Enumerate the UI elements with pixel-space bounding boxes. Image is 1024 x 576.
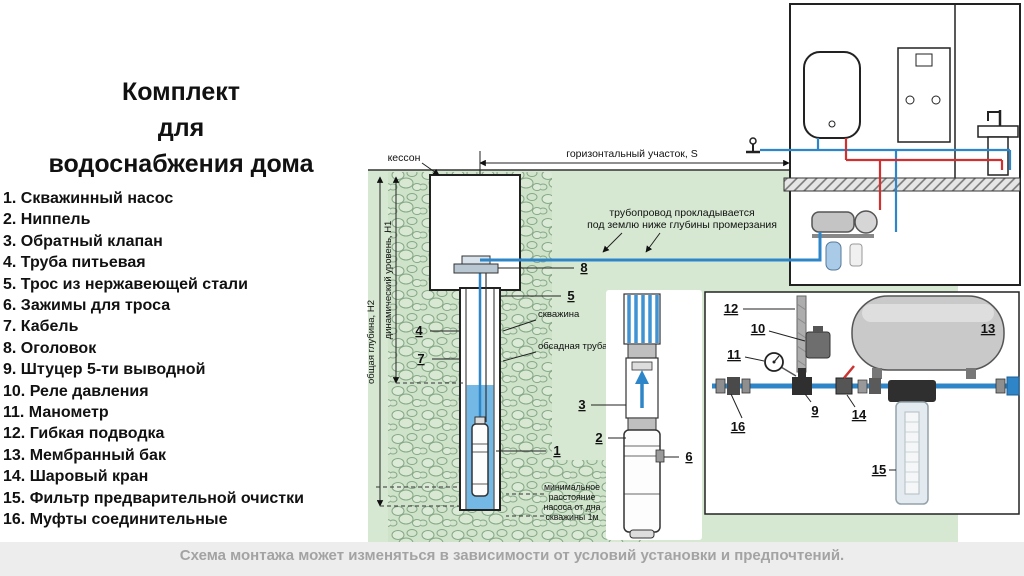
legend-item-16: 16. Муфты соединительные [3, 511, 228, 529]
boiler-cabinet [897, 47, 951, 143]
callout-11: 11 [727, 347, 741, 362]
pump-detail-panel [606, 290, 702, 540]
svg-text:минимальное: минимальное [544, 482, 600, 492]
dimension-lines: общая глубина, Н2 динамический уровень, … [366, 176, 466, 507]
callout-5: 5 [567, 288, 574, 303]
footer-note: Схема монтажа может изменяться в зависим… [179, 547, 845, 564]
well [453, 232, 822, 511]
callout-7: 7 [417, 351, 424, 366]
tap-icon [746, 137, 760, 154]
legend-item-10: 10. Реле давления [3, 382, 149, 400]
pump-station [811, 210, 878, 271]
couplings [715, 377, 751, 395]
legend-item-1: 1. Скважинный насос [3, 190, 174, 207]
svg-text:под землю ниже глубины промерз: под землю ниже глубины промерзания [587, 219, 777, 231]
callout-14: 14 [852, 407, 867, 422]
red-pipes-house [844, 138, 1004, 210]
callout-12: 12 [724, 301, 738, 316]
horizontal-section: горизонтальный участок, S [479, 148, 790, 175]
title-line-1: Комплект [121, 78, 240, 106]
legend-item-2: 2. Ниппель [3, 211, 91, 229]
pressure-gauge [764, 352, 797, 377]
well-label: скважина [538, 309, 580, 320]
legend: 1. Скважинный насос 2. Ниппель 3. Обратн… [3, 188, 363, 531]
svg-text:расстояние: расстояние [549, 492, 596, 502]
pump-body-detail [623, 429, 661, 533]
cable-clamp-detail [655, 449, 665, 463]
title-line-3: водоснабжения дома [48, 150, 314, 178]
legend-item-9: 9. Штуцер 5-ти выводной [3, 361, 206, 379]
callout-9: 9 [811, 403, 818, 418]
legend-item-4: 4. Труба питьевая [3, 254, 146, 272]
legend-item-5: 5. Трос из нержавеющей стали [3, 275, 248, 293]
legend-item-11: 11. Манометр [3, 404, 109, 422]
horizontal-section-label: горизонтальный участок, S [566, 148, 698, 160]
total-depth-label: общая глубина, Н2 [366, 300, 377, 384]
surface-equipment-panel [704, 291, 1020, 515]
callout-4: 4 [415, 323, 423, 338]
water-supply-diagram: общая глубина, Н2 динамический уровень, … [366, 3, 1021, 545]
legend-item-7: 7. Кабель [3, 318, 79, 336]
legend-item-14: 14. Шаровый кран [3, 468, 149, 486]
dynamic-level-label: динамический уровень, Н1 [383, 221, 394, 340]
legend-item-3: 3. Обратный клапан [3, 232, 163, 250]
callout-15: 15 [872, 462, 886, 477]
page-title: Комплект для водоснабжения дома [18, 74, 344, 182]
flexible-hose [796, 295, 807, 373]
submersible-pump [471, 416, 489, 497]
svg-text:насоса от дна: насоса от дна [544, 502, 601, 512]
five-way-fitting [792, 368, 812, 395]
min-distance-note: минимальное расстояние насоса от дна скв… [506, 482, 601, 522]
legend-item-8: 8. Оголовок [3, 339, 97, 357]
pipeline-note: трубопровод прокладывается под землю ниж… [587, 207, 777, 253]
callout-10: 10 [751, 321, 765, 336]
ball-valve [835, 365, 855, 395]
callout-6: 6 [685, 449, 692, 464]
svg-text:кессон: кессон [388, 152, 421, 164]
water-heater [803, 51, 861, 139]
membrane-tank [851, 295, 1005, 379]
footer-strip: Схема монтажа может изменяться в зависим… [0, 542, 1024, 576]
ground-level-hatch [783, 177, 1021, 192]
legend-item-15: 15. Фильтр предварительной очистки [3, 489, 304, 507]
legend-item-13: 13. Мембранный бак [3, 446, 166, 464]
callout-1: 1 [553, 443, 560, 458]
callout-8: 8 [580, 260, 587, 275]
pre-filter [888, 380, 936, 505]
svg-text:трубопровод прокладывается: трубопровод прокладывается [609, 207, 754, 219]
pressure-switch [805, 326, 831, 359]
callout-2: 2 [595, 430, 602, 445]
kesson-label: кессон [388, 152, 440, 176]
callout-3: 3 [578, 397, 585, 412]
callout-leaders [430, 267, 896, 471]
legend-item-12: 12. Гибкая подводка [3, 425, 165, 443]
title-line-2: для [157, 114, 205, 142]
casing-label: обсадная труба [538, 341, 608, 352]
nipple-detail [627, 343, 657, 359]
main-buried-pipe [480, 232, 822, 262]
callout-16: 16 [731, 419, 745, 434]
legend-item-6: 6. Зажимы для троса [3, 297, 171, 315]
blue-pipes-house [760, 138, 1012, 232]
house [746, 3, 1021, 286]
callout-13: 13 [981, 321, 995, 336]
svg-text:скважины 1м: скважины 1м [545, 512, 598, 522]
